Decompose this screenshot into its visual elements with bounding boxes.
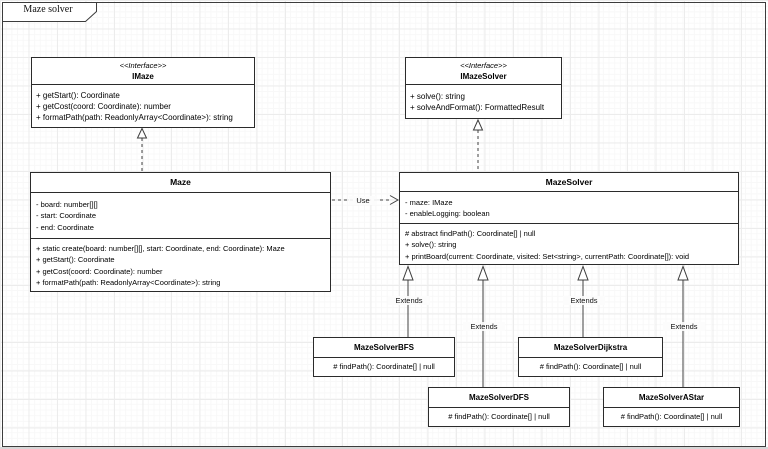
method-row: + static create(board: number[][], start… (36, 244, 285, 253)
class-name: Maze (170, 177, 191, 187)
methods-compartment: + static create(board: number[][], start… (31, 239, 330, 292)
method-row: + solve(): string (410, 92, 465, 101)
extends-arrow-astar[interactable] (677, 265, 689, 388)
realization-mazesolver-imazesolver[interactable] (472, 118, 484, 172)
class-box-imazesolver[interactable]: <<Interface>> IMazeSolver + solve(): str… (405, 57, 562, 119)
extends-arrow-dijkstra[interactable] (577, 265, 589, 338)
method-row: # findPath(): Coordinate[] | null (539, 362, 642, 371)
class-title: MazeSolverAStar (604, 388, 739, 408)
methods-compartment: + solve(): string + solveAndFormat(): Fo… (406, 85, 561, 119)
methods-compartment: # abstract findPath(): Coordinate[] | nu… (400, 224, 738, 266)
method-row: + getCost(coord: Coordinate): number (36, 102, 171, 111)
stereotype-label: <<Interface>> (119, 61, 167, 70)
attribute-row: - end: Coordinate (36, 222, 94, 232)
method-row: # findPath(): Coordinate[] | null (333, 362, 435, 371)
method-row: # findPath(): Coordinate[] | null (620, 412, 723, 421)
method-row: + formatPath(path: ReadonlyArray<Coordin… (36, 277, 221, 287)
attributes-compartment: - maze: IMaze - enableLogging: boolean (400, 192, 738, 224)
stereotype-label: <<Interface>> (460, 61, 507, 70)
method-row: + solve(): string (405, 240, 457, 250)
class-name: IMazeSolver (460, 72, 507, 81)
use-edge-label[interactable]: Use (349, 196, 377, 205)
methods-compartment: # findPath(): Coordinate[] | null (604, 408, 739, 426)
class-box-mazesolverbfs[interactable]: MazeSolverBFS # findPath(): Coordinate[]… (313, 337, 455, 377)
methods-compartment: # findPath(): Coordinate[] | null (519, 358, 662, 376)
extends-arrow-dfs[interactable] (477, 265, 489, 388)
method-row: + getStart(): Coordinate (36, 91, 120, 100)
method-row: + getCost(coord: Coordinate): number (36, 266, 163, 276)
dependency-use-arrow[interactable] (332, 195, 400, 205)
class-title: MazeSolver (400, 173, 738, 192)
canvas-bottom-edge (0, 447, 768, 449)
class-title: MazeSolverDijkstra (519, 338, 662, 358)
method-row: # findPath(): Coordinate[] | null (448, 412, 550, 421)
class-name: MazeSolverBFS (353, 343, 415, 352)
class-title: <<Interface>> IMazeSolver (406, 58, 561, 85)
class-box-mazesolverdfs[interactable]: MazeSolverDFS # findPath(): Coordinate[]… (428, 387, 570, 427)
attribute-row: - start: Coordinate (36, 211, 97, 221)
class-box-mazesolverastar[interactable]: MazeSolverAStar # findPath(): Coordinate… (603, 387, 740, 427)
class-name: MazeSolverDFS (468, 393, 530, 402)
methods-compartment: # findPath(): Coordinate[] | null (429, 408, 569, 426)
class-name: IMaze (132, 72, 154, 81)
method-row: + solveAndFormat(): FormattedResult (410, 103, 545, 112)
class-box-imaze[interactable]: <<Interface>> IMaze + getStart(): Coordi… (31, 57, 255, 128)
extends-arrow-bfs[interactable] (402, 265, 414, 338)
class-box-mazesolverdijkstra[interactable]: MazeSolverDijkstra # findPath(): Coordin… (518, 337, 663, 377)
method-row: + printBoard(current: Coordinate, visite… (405, 251, 690, 261)
class-box-mazesolver[interactable]: MazeSolver - maze: IMaze - enableLogging… (399, 172, 739, 265)
frame-tab-label[interactable]: Maze solver (23, 4, 73, 15)
class-title: <<Interface>> IMaze (32, 58, 254, 85)
attribute-row: - board: number[][] (36, 200, 98, 209)
attributes-compartment: - board: number[][] - start: Coordinate … (31, 193, 330, 239)
class-name: MazeSolver (545, 177, 593, 187)
extends-edge-label-dijkstra[interactable]: Extends (563, 296, 605, 305)
methods-compartment: + getStart(): Coordinate + getCost(coord… (32, 85, 254, 128)
class-title: MazeSolverDFS (429, 388, 569, 408)
extends-edge-label-bfs[interactable]: Extends (388, 296, 430, 305)
method-row: + formatPath(path: ReadonlyArray<Coordin… (36, 113, 233, 122)
extends-edge-label-astar[interactable]: Extends (663, 322, 705, 331)
class-title: Maze (31, 173, 330, 193)
class-name: MazeSolverDijkstra (553, 343, 628, 352)
methods-compartment: # findPath(): Coordinate[] | null (314, 358, 454, 376)
class-box-maze[interactable]: Maze - board: number[][] - start: Coordi… (30, 172, 331, 292)
method-row: + getStart(): Coordinate (36, 255, 115, 265)
extends-edge-label-dfs[interactable]: Extends (463, 322, 505, 331)
realization-maze-imaze[interactable] (136, 127, 148, 173)
attribute-row: - maze: IMaze (405, 198, 453, 207)
class-name: MazeSolverAStar (638, 393, 705, 402)
class-title: MazeSolverBFS (314, 338, 454, 358)
method-row: # abstract findPath(): Coordinate[] | nu… (405, 229, 536, 238)
attribute-row: - enableLogging: boolean (405, 209, 490, 219)
